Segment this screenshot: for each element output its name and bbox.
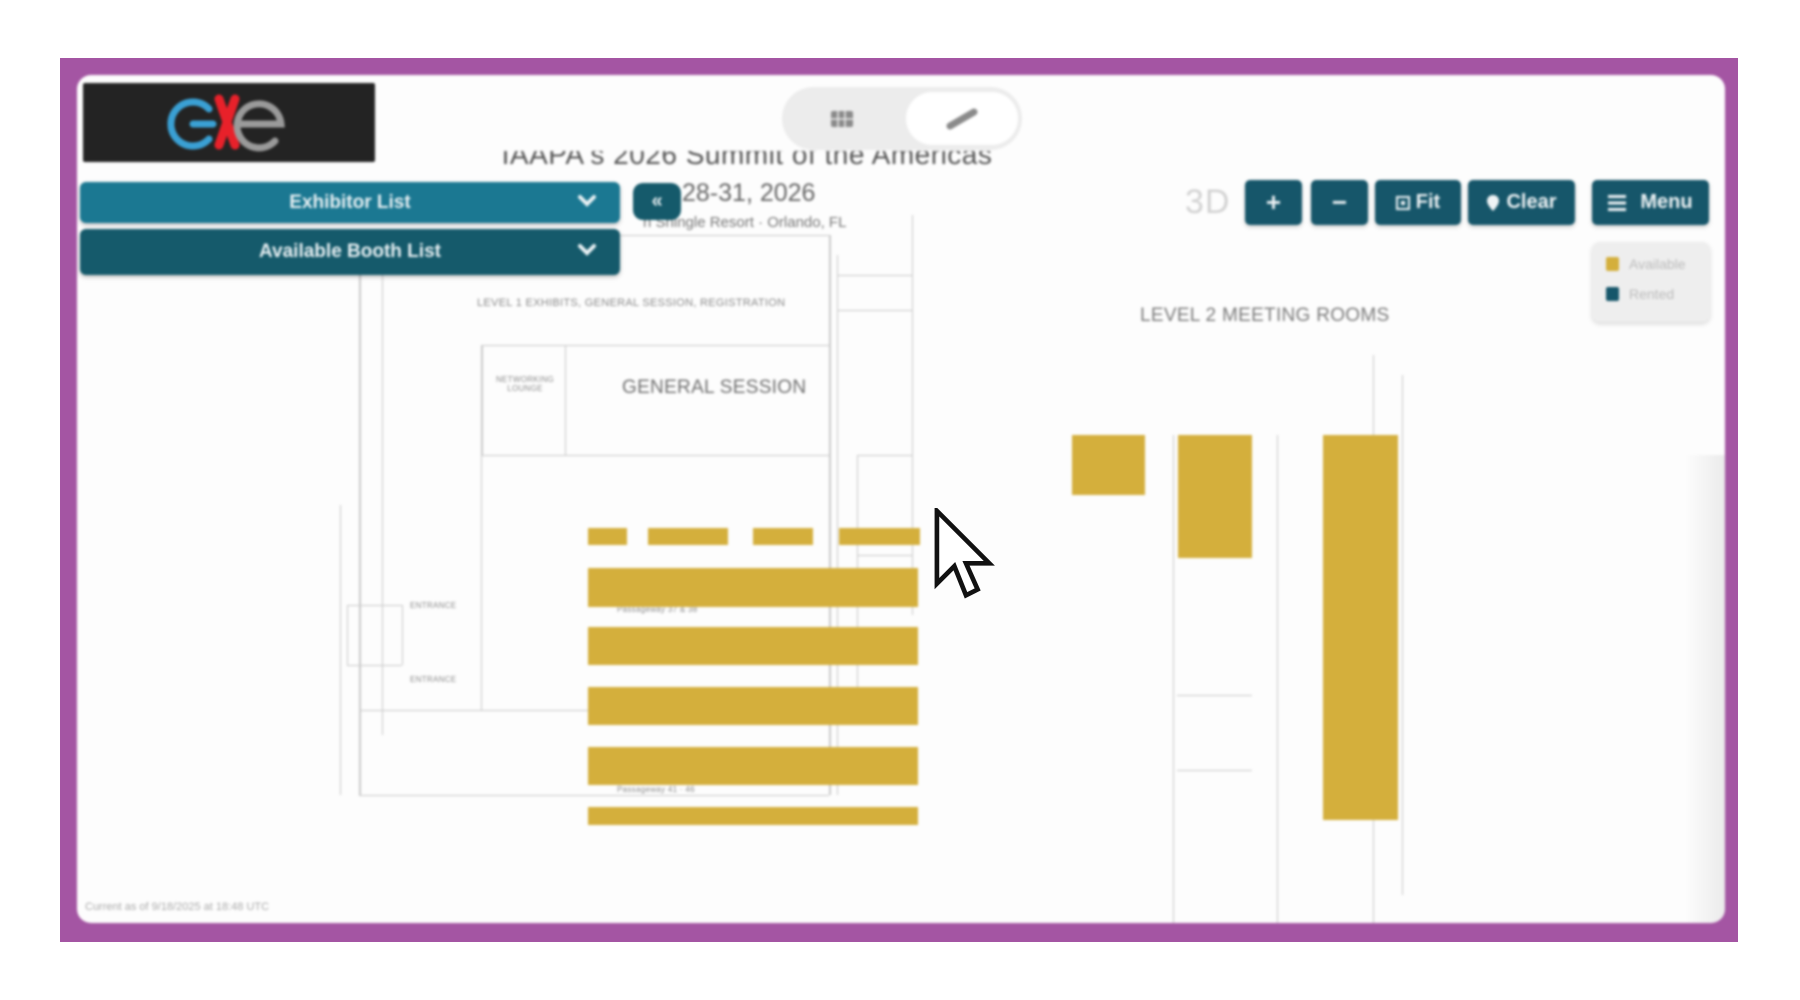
- floorplan-level-1[interactable]: LEVEL 1 EXHIBITS, GENERAL SESSION, REGIS…: [77, 75, 1177, 923]
- booth-available[interactable]: [839, 528, 920, 545]
- floorplan-app: IAAPA's 2026 Summit of the Americas 28-3…: [77, 75, 1725, 923]
- meeting-room-available[interactable]: [1323, 435, 1398, 820]
- chevron-down-icon: [578, 195, 596, 207]
- plus-icon: +: [1265, 187, 1282, 217]
- entrance-label: ENTRANCE: [410, 601, 457, 610]
- grid-icon: [831, 110, 853, 127]
- mouse-cursor-icon: [934, 508, 995, 599]
- booth-row-available[interactable]: [588, 687, 918, 725]
- fit-button[interactable]: Fit: [1375, 180, 1461, 225]
- fit-icon: [1395, 195, 1410, 210]
- meeting-room-available[interactable]: [1178, 435, 1252, 558]
- event-venue: n Shingle Resort · Orlando, FL: [643, 214, 847, 231]
- zoom-in-button[interactable]: +: [1245, 180, 1302, 225]
- booth-available[interactable]: [588, 528, 627, 545]
- double-chevron-left-icon: «: [651, 190, 663, 212]
- floorplan-level-2[interactable]: LEVEL 2 MEETING ROOMS: [977, 265, 1537, 923]
- clear-button[interactable]: Clear: [1468, 180, 1575, 225]
- legend: Available Rented: [1592, 242, 1710, 322]
- legend-item-available: Available: [1606, 256, 1686, 272]
- booth-available[interactable]: [753, 528, 813, 545]
- level2-label: LEVEL 2 MEETING ROOMS: [1140, 305, 1390, 326]
- available-swatch: [1606, 257, 1619, 271]
- event-dates: 28-31, 2026: [682, 179, 816, 207]
- booth-row-available[interactable]: [588, 568, 918, 607]
- level1-label: LEVEL 1 EXHIBITS, GENERAL SESSION, REGIS…: [477, 297, 786, 309]
- rented-swatch: [1606, 287, 1619, 301]
- booth-row-available[interactable]: [588, 747, 918, 785]
- hamburger-menu-icon: [1608, 194, 1627, 211]
- logo[interactable]: [83, 83, 375, 162]
- menu-label: Menu: [1640, 191, 1693, 213]
- general-session-label: GENERAL SESSION: [622, 377, 807, 398]
- zoom-out-button[interactable]: −: [1311, 180, 1368, 225]
- available-booth-list-label: Available Booth List: [259, 241, 441, 262]
- map-view-option[interactable]: [906, 92, 1018, 145]
- legend-label: Available: [1629, 256, 1686, 272]
- booth-row-available[interactable]: [588, 627, 918, 665]
- networking-lounge-label: NETWORKING LOUNGE: [495, 375, 555, 393]
- legend-item-rented: Rented: [1606, 286, 1674, 302]
- logo-mark-icon: [167, 94, 285, 152]
- map-pin-icon: [1487, 194, 1500, 211]
- pencil-icon: [946, 108, 978, 129]
- clear-label: Clear: [1506, 191, 1557, 213]
- list-view-option[interactable]: [782, 87, 902, 150]
- collapse-sidebar-button[interactable]: «: [633, 183, 681, 220]
- passageway-label: Passageway 41 · 46: [617, 785, 695, 794]
- meeting-room-available[interactable]: [1072, 435, 1145, 495]
- fit-label: Fit: [1415, 191, 1441, 213]
- booth-available[interactable]: [648, 528, 728, 545]
- menu-button[interactable]: Menu: [1592, 180, 1709, 225]
- exhibitor-list-dropdown[interactable]: Exhibitor List: [80, 182, 620, 223]
- last-updated-status: Current as of 9/18/2025 at 18:48 UTC: [85, 901, 270, 913]
- chevron-down-icon: [578, 244, 596, 256]
- event-title: IAAPA's 2026 Summit of the Americas: [501, 151, 993, 170]
- exhibitor-list-label: Exhibitor List: [289, 191, 411, 213]
- legend-label: Rented: [1629, 286, 1675, 302]
- booth-row-available[interactable]: [588, 807, 918, 825]
- view-toggle[interactable]: [782, 87, 1022, 150]
- available-booth-list-dropdown[interactable]: Available Booth List: [80, 229, 620, 275]
- 3d-toggle[interactable]: 3D: [1185, 183, 1231, 221]
- entrance-label: ENTRANCE: [410, 675, 457, 684]
- minus-icon: −: [1331, 187, 1348, 217]
- passageway-label: Passageway 37 & 38: [617, 605, 698, 614]
